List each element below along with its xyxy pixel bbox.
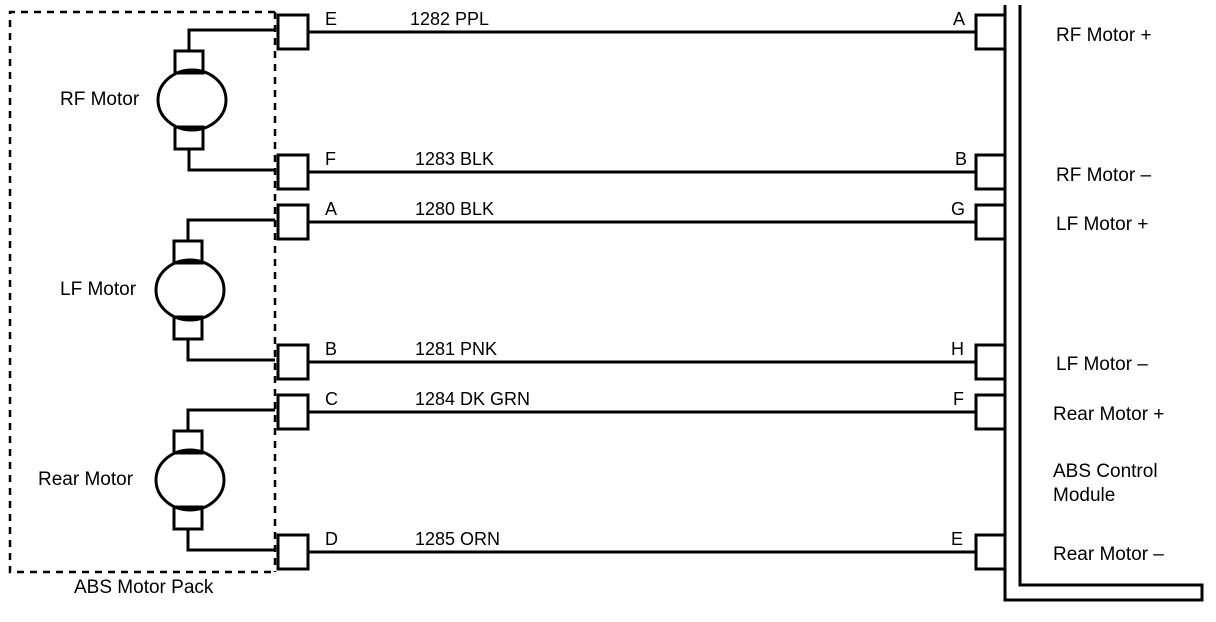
right-pin-label: F	[953, 389, 964, 409]
wire-0: E 1282 PPL A RF Motor +	[276, 9, 1152, 51]
left-connector	[276, 393, 310, 431]
right-connector	[974, 393, 1007, 431]
circuit-label: 1280 BLK	[415, 199, 494, 219]
left-pin-label: C	[325, 389, 338, 409]
module-terminal-label: LF Motor –	[1056, 354, 1148, 375]
left-pin-label: D	[325, 529, 338, 549]
right-pin-label: B	[955, 149, 967, 169]
circuit-label: 1282 PPL	[410, 9, 489, 29]
motor-lf-symbol	[154, 258, 226, 322]
left-pin-label: F	[325, 149, 336, 169]
right-connector	[974, 153, 1007, 191]
module-terminal-label: RF Motor –	[1056, 165, 1151, 186]
module-terminal-label: Rear Motor –	[1053, 544, 1164, 565]
module-terminal-label: RF Motor +	[1056, 25, 1152, 46]
right-pin-label: H	[951, 339, 964, 359]
right-pin-label: A	[953, 9, 965, 29]
left-pin-label: A	[325, 199, 337, 219]
left-pin-label: E	[325, 9, 337, 29]
circuit-label: 1284 DK GRN	[415, 389, 530, 409]
module-label-line1: ABS Control	[1053, 461, 1158, 482]
motor-rf-symbol	[156, 68, 228, 132]
right-pin-label: G	[951, 199, 965, 219]
left-pin-label: B	[325, 339, 337, 359]
motor-lf-label: LF Motor	[60, 279, 137, 300]
module-terminal-label: Rear Motor +	[1053, 404, 1164, 425]
motor-pack-label: ABS Motor Pack	[74, 577, 214, 598]
module-terminal-label: LF Motor +	[1056, 214, 1148, 235]
left-connector	[276, 153, 310, 191]
wire-3: B 1281 PNK H LF Motor –	[276, 339, 1148, 381]
motor-rear	[154, 408, 275, 552]
wire-2: A 1280 BLK G LF Motor +	[276, 199, 1148, 241]
left-connector	[276, 343, 310, 381]
module-label-line2: Module	[1053, 485, 1115, 506]
left-connector	[276, 203, 310, 241]
motor-rf	[156, 28, 275, 172]
right-connector	[974, 533, 1007, 571]
right-connector	[974, 343, 1007, 381]
left-connector	[276, 533, 310, 571]
circuit-label: 1283 BLK	[415, 149, 494, 169]
right-pin-label: E	[951, 529, 963, 549]
right-connector	[974, 203, 1007, 241]
right-connector	[974, 13, 1007, 51]
circuit-label: 1281 PNK	[415, 339, 497, 359]
motor-rear-symbol	[154, 448, 226, 512]
motor-pack-outline	[8, 10, 277, 574]
wire-4: C 1284 DK GRN F Rear Motor +	[276, 389, 1164, 431]
motor-rear-label: Rear Motor	[38, 469, 134, 490]
left-connector	[276, 13, 310, 51]
motor-rf-label: RF Motor	[60, 89, 140, 110]
circuit-label: 1285 ORN	[415, 529, 500, 549]
wire-1: F 1283 BLK B RF Motor –	[276, 149, 1151, 191]
control-module-outline	[1003, 5, 1204, 602]
motor-lf	[154, 218, 275, 362]
wire-5: D 1285 ORN E Rear Motor –	[276, 529, 1164, 571]
